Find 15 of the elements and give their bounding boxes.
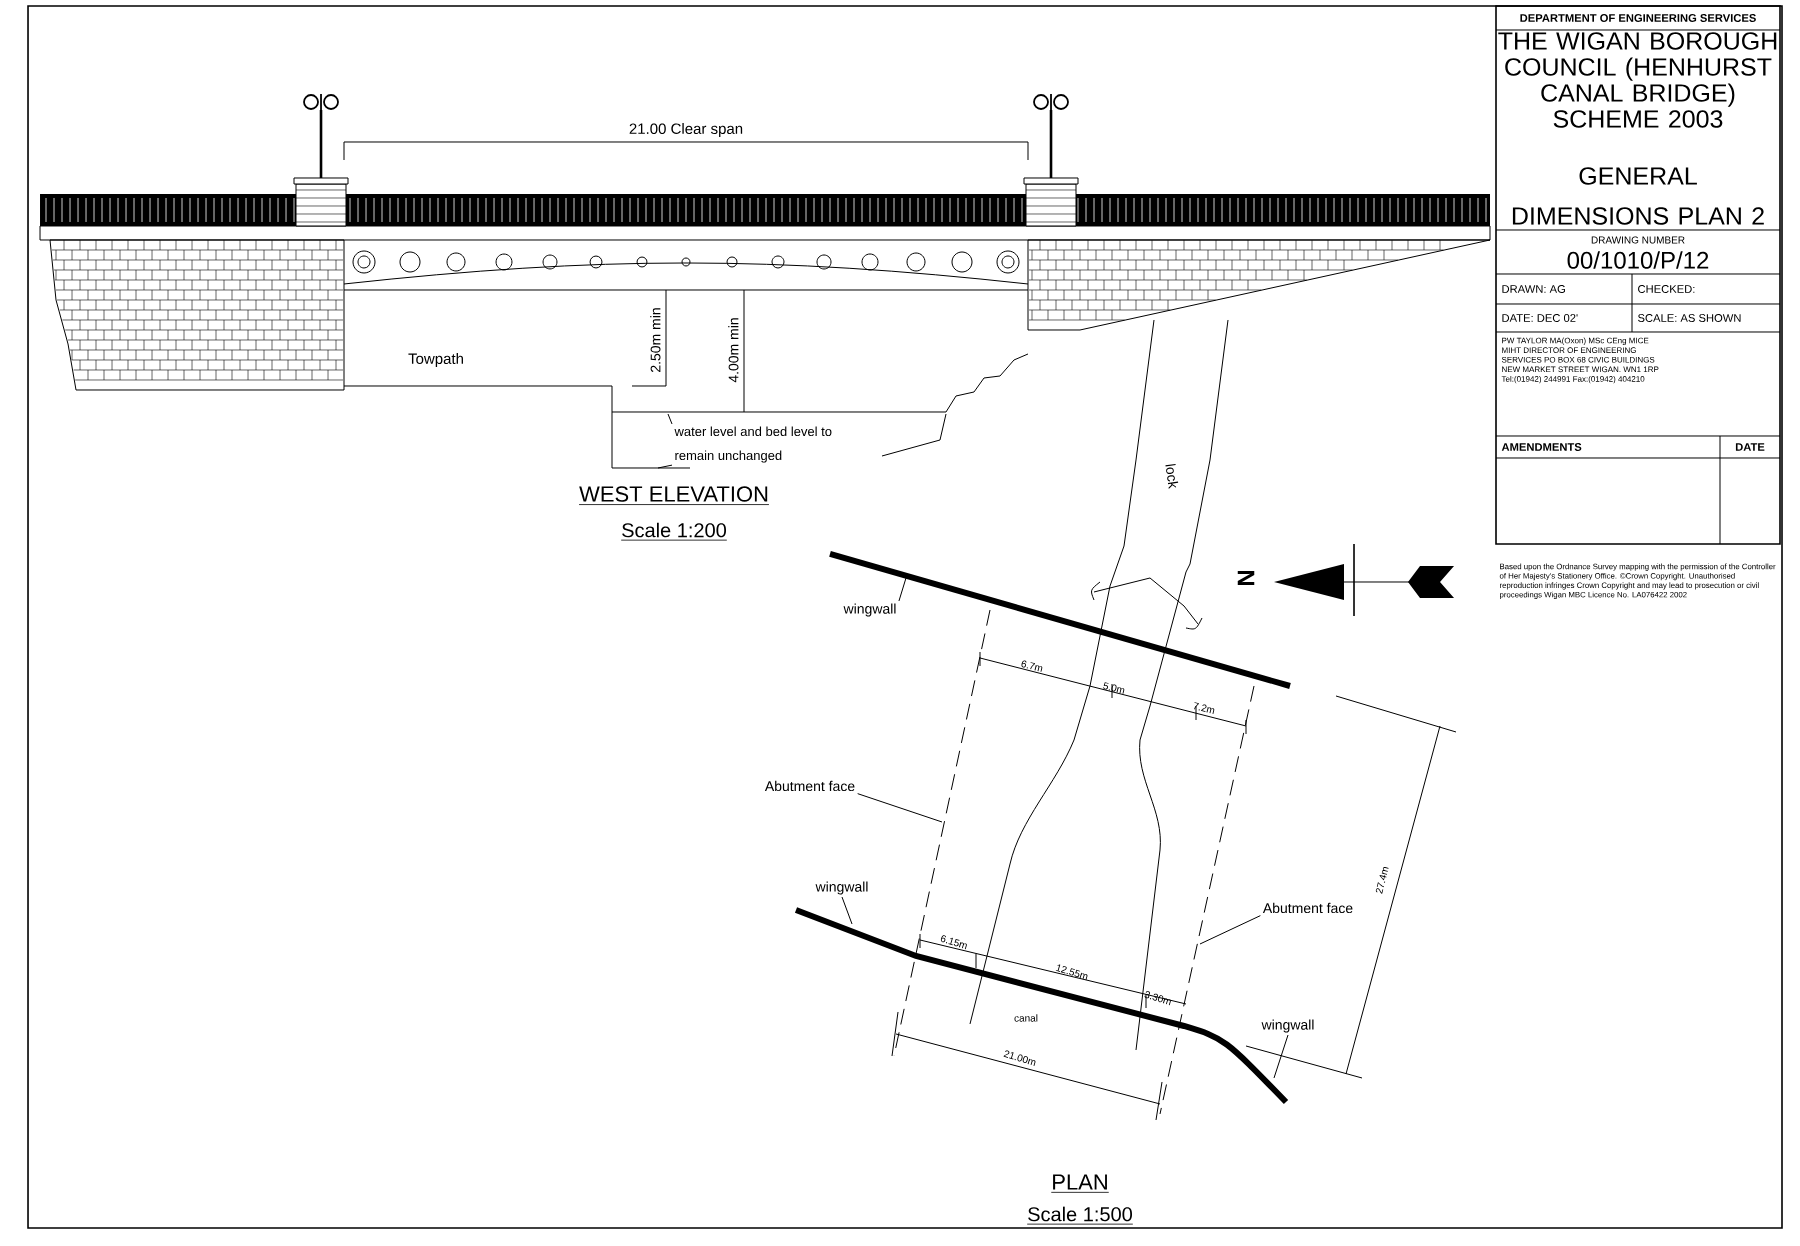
drawing-number: 00/1010/P/12 [1567, 251, 1709, 269]
north-label: N [1237, 570, 1255, 586]
scale-text: Scale 1:200 [620, 522, 728, 541]
scale-text: Scale 1:500 [1026, 1206, 1134, 1225]
leader-line [1273, 1034, 1289, 1079]
leader-line [1199, 915, 1261, 945]
view-title: PLAN [1050, 1174, 1110, 1193]
leader-line [841, 896, 853, 925]
title-text: THE WIGAN BOROUGH COUNCIL (HENHURST CANAL BRIDGE) SCHEME 2003 [1498, 32, 1777, 128]
leader-line [657, 464, 673, 469]
leader-line [667, 413, 673, 425]
leader-line [857, 793, 943, 823]
title-text: GENERAL DIMENSIONS PLAN 2 [1512, 167, 1764, 225]
leader-line [898, 577, 907, 602]
view-title: WEST ELEVATION [578, 486, 770, 505]
